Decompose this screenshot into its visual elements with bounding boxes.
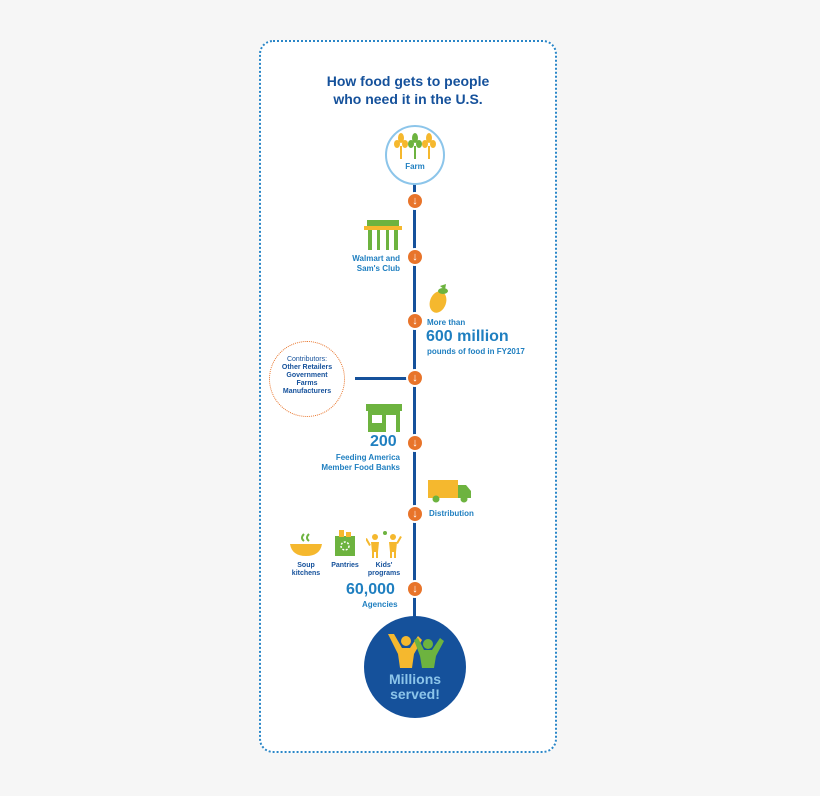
contributors-text: Contributors: Other Retailers Government… <box>269 356 345 396</box>
contributor-item: Manufacturers <box>282 388 332 395</box>
foodbanks-line-2: Member Food Banks <box>321 463 400 472</box>
soup-line-1: Soup <box>297 562 315 569</box>
distribution-label: Distribution <box>429 509 474 518</box>
arrow-down-icon: ↓ <box>406 192 424 210</box>
food-bank-icon <box>366 404 402 432</box>
walmart-line-2: Sam's Club <box>356 264 400 273</box>
store-icon <box>364 220 402 250</box>
contributors-connector <box>355 377 415 380</box>
served-line-2: served! <box>390 686 440 702</box>
walmart-label: Walmart and Sam's Club <box>320 254 400 274</box>
pantries-label: Pantries <box>331 562 359 569</box>
eggplant-icon <box>429 284 448 313</box>
served-line-1: Millions <box>388 671 442 687</box>
foodbanks-count: 200 <box>370 433 397 450</box>
title-line-1: How food gets to people <box>326 73 490 89</box>
contributors-heading: Contributors: <box>286 356 328 363</box>
food-amount: 600 million <box>426 328 509 345</box>
soup-bowl-icon <box>290 533 322 556</box>
page-title: How food gets to people who need it in t… <box>259 72 557 108</box>
soup-line-2: kitchens <box>291 570 321 577</box>
kids-line-1: Kids' <box>375 562 393 569</box>
arrow-down-icon: ↓ <box>406 580 424 598</box>
agencies-label: Agencies <box>362 600 398 609</box>
arrow-down-icon: ↓ <box>406 505 424 523</box>
kids-label: Kids' programs <box>362 562 406 578</box>
soup-label: Soup kitchens <box>286 562 326 578</box>
kids-icon <box>366 531 402 558</box>
arrow-down-icon: ↓ <box>406 248 424 266</box>
arrow-down-icon: ↓ <box>406 434 424 452</box>
contributor-item: Farms <box>296 380 318 387</box>
truck-icon <box>428 480 471 503</box>
contributors-node <box>269 341 345 417</box>
agencies-count: 60,000 <box>346 581 395 598</box>
food-suffix: pounds of food in FY2017 <box>427 347 525 356</box>
title-line-2: who need it in the U.S. <box>333 91 483 107</box>
arrow-down-icon: ↓ <box>406 312 424 330</box>
people-cheering-icon <box>388 634 444 668</box>
served-node <box>364 616 466 718</box>
farm-label: Farm <box>405 162 425 171</box>
food-prefix: More than <box>427 318 466 327</box>
kids-line-2: programs <box>367 570 401 577</box>
arrow-down-icon: ↓ <box>406 369 424 387</box>
contributor-item: Other Retailers <box>281 364 333 371</box>
pantry-bag-icon <box>335 530 355 556</box>
wheat-icon <box>394 133 436 159</box>
served-text: Millions served! <box>364 672 466 702</box>
foodbanks-label: Feeding America Member Food Banks <box>300 453 400 473</box>
walmart-line-1: Walmart and <box>352 254 400 263</box>
foodbanks-line-1: Feeding America <box>335 453 400 462</box>
flow-line <box>413 184 416 624</box>
contributor-item: Government <box>286 372 328 379</box>
